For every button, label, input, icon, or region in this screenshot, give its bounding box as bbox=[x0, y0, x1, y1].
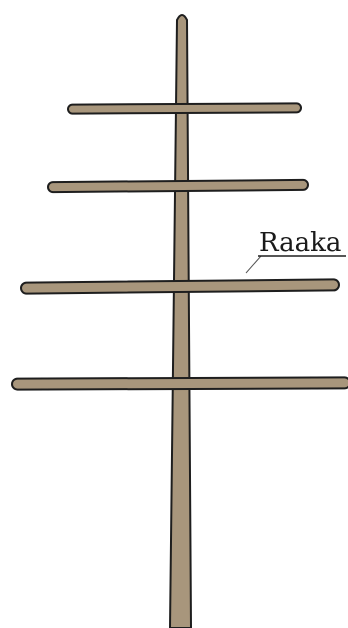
yard-1 bbox=[68, 103, 301, 113]
yard-2 bbox=[48, 180, 308, 192]
yard-3 bbox=[21, 279, 339, 293]
part-label: Raaka bbox=[259, 228, 341, 258]
yard-4 bbox=[12, 377, 348, 389]
label-leader bbox=[246, 256, 261, 273]
